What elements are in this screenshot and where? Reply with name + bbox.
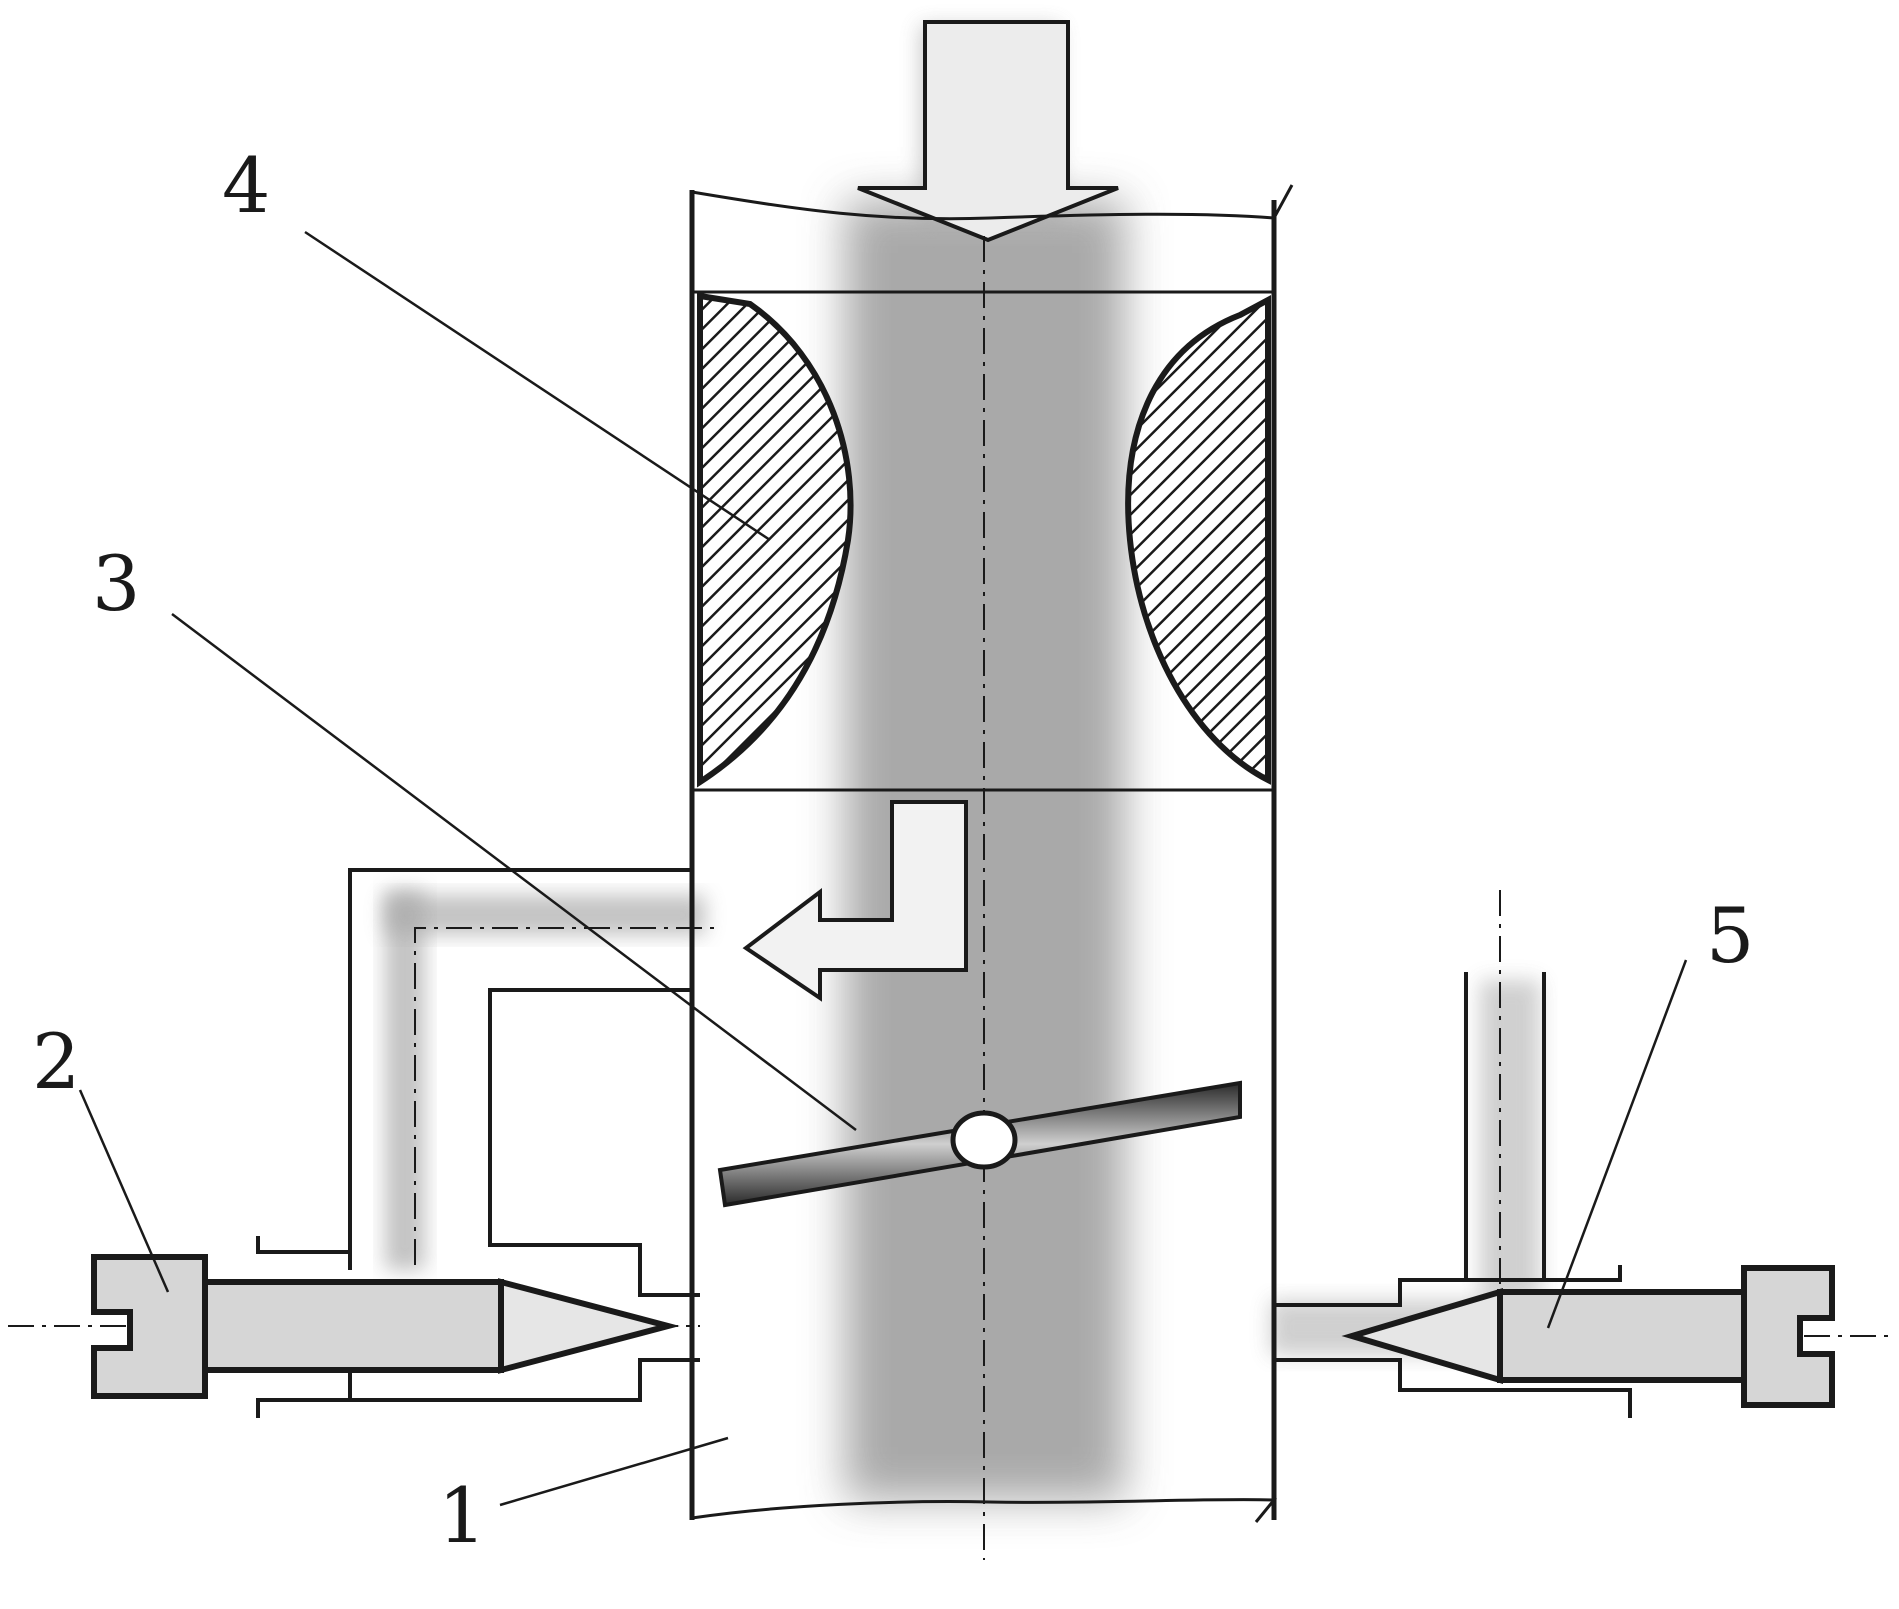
return-flow-arrow <box>742 800 968 1002</box>
inlet-arrow <box>857 20 1119 243</box>
airflow-shading <box>385 25 1540 1500</box>
right-fitting <box>1274 972 1632 1418</box>
right-adjusting-screw <box>1341 1265 1835 1408</box>
venturi <box>697 292 1271 788</box>
left-screw-needle <box>498 1278 680 1374</box>
leader-lines <box>78 230 1688 1507</box>
idle-passage <box>256 868 700 1418</box>
right-screw-shank <box>1497 1289 1747 1383</box>
right-screw-head <box>1741 1265 1835 1408</box>
venturi-left <box>697 292 854 788</box>
label-4: 4 <box>222 141 270 230</box>
left-screw-shank <box>202 1279 504 1373</box>
label-2: 2 <box>32 1017 80 1106</box>
venturi-right <box>1125 294 1271 785</box>
carburetor-body <box>689 184 1294 1523</box>
label-1: 1 <box>438 1471 486 1560</box>
throttle-valve <box>717 1080 1242 1208</box>
throttle-shaft <box>950 1110 1018 1170</box>
label-5: 5 <box>1706 891 1754 980</box>
left-adjusting-screw <box>91 1254 680 1399</box>
label-3: 3 <box>92 539 140 628</box>
